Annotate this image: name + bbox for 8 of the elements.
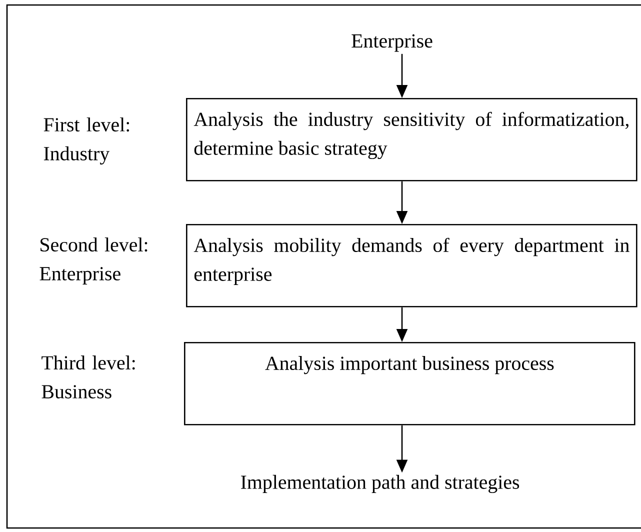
process-box: Analysis mobility demands of every department in enterprise bbox=[186, 224, 638, 308]
flow-text: Enterprise bbox=[352, 34, 432, 52]
level-label: First level: Industry bbox=[44, 117, 130, 164]
process-box: Analysis important business process bbox=[184, 342, 636, 426]
flow-text: Implementation path and strategies bbox=[241, 474, 520, 494]
process-box: Analysis the industry sensitivity of informatization, determine basic strategy bbox=[186, 98, 638, 182]
level-label: Second level: Enterprise bbox=[40, 238, 148, 284]
level-label: Third level: Business bbox=[42, 356, 135, 398]
